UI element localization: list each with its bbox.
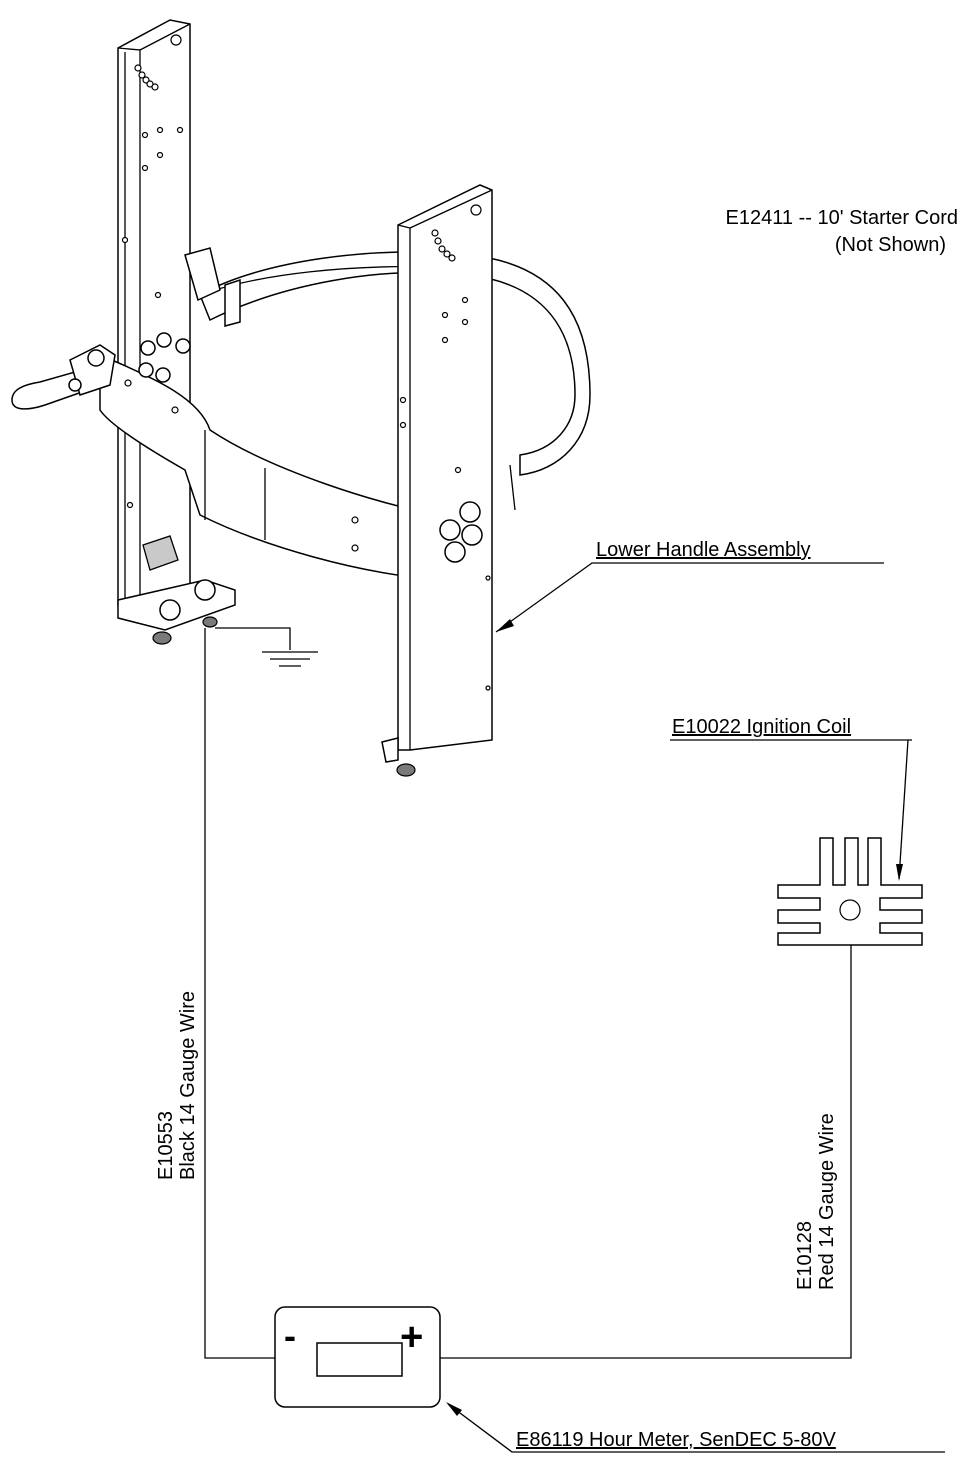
hour-meter-minus-symbol: - — [284, 1315, 296, 1356]
right-plate-bolts — [439, 501, 483, 563]
leader-lower-handle — [495, 562, 884, 633]
ground-symbol — [215, 627, 318, 667]
starter-cord-label-line2: (Not Shown) — [835, 234, 946, 256]
left-base-foot — [117, 535, 236, 645]
black-wire — [204, 628, 275, 1359]
left-upright-plate — [117, 19, 191, 606]
leader-hour-meter — [446, 1402, 945, 1453]
left-plate-bolts — [138, 332, 191, 383]
red-wire-label: E10128 Red 14 Gauge Wire — [794, 1113, 838, 1290]
ignition-coil — [777, 837, 923, 946]
tension-handle — [11, 344, 116, 410]
red-wire-label-line1: E10128 — [794, 1221, 816, 1290]
hour-meter-label: E86119 Hour Meter, SenDEC 5-80V — [516, 1429, 836, 1451]
lower-handle-label: Lower Handle Assembly — [596, 539, 811, 561]
black-wire-label: E10553 Black 14 Gauge Wire — [155, 991, 199, 1180]
right-upright-plate — [381, 184, 493, 777]
black-wire-label-line1: E10553 — [155, 1111, 177, 1180]
red-wire-label-line2: Red 14 Gauge Wire — [816, 1113, 838, 1290]
starter-cord-label-line1: E12411 -- 10' Starter Cord — [726, 207, 958, 229]
ignition-coil-label: E10022 Ignition Coil — [672, 716, 851, 738]
red-wire — [440, 945, 852, 1359]
leader-ignition-coil — [670, 739, 912, 881]
hour-meter: - + — [274, 1306, 441, 1408]
hour-meter-plus-symbol: + — [400, 1315, 423, 1359]
black-wire-label-line2: Black 14 Gauge Wire — [177, 991, 199, 1180]
